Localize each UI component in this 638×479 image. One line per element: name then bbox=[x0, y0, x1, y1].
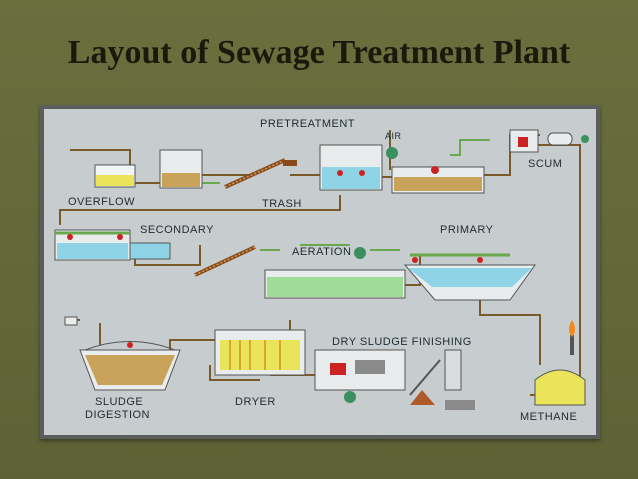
label-aeration: AERATION bbox=[292, 246, 351, 258]
label-methane: METHANE bbox=[520, 411, 577, 423]
plant-diagram: OVERFLOW TRASH PRETREATMENT AIR bbox=[44, 109, 596, 435]
label-scum: SCUM bbox=[528, 158, 562, 170]
pretreatment-tank bbox=[319, 144, 383, 191]
scum-unit bbox=[509, 129, 589, 153]
label-secondary: SECONDARY bbox=[140, 224, 214, 236]
methane-tank bbox=[534, 320, 586, 406]
label-overflow: OVERFLOW bbox=[68, 196, 135, 208]
label-dry-sludge-finishing: DRY SLUDGE FINISHING bbox=[332, 336, 472, 348]
label-dryer: DRYER bbox=[235, 396, 276, 408]
label-digestion: DIGESTION bbox=[85, 409, 150, 421]
primary-clarifier bbox=[403, 253, 536, 301]
air-blower-icon bbox=[386, 147, 398, 159]
diagram-frame: OVERFLOW TRASH PRETREATMENT AIR bbox=[40, 105, 600, 439]
label-pretreatment: PRETREATMENT bbox=[260, 118, 355, 130]
slide-title: Layout of Sewage Treatment Plant bbox=[67, 34, 571, 71]
overflow-tank bbox=[94, 164, 136, 188]
screen-tank bbox=[159, 149, 203, 189]
sludge-digester bbox=[64, 316, 181, 391]
label-air: AIR bbox=[385, 131, 402, 141]
aeration-tank bbox=[264, 247, 406, 299]
aeration-conveyor bbox=[194, 245, 256, 277]
trash-conveyor bbox=[224, 158, 297, 189]
secondary-clarifier bbox=[54, 229, 171, 261]
grit-chamber bbox=[391, 166, 485, 194]
overflow-pipe bbox=[70, 149, 131, 165]
flame-icon bbox=[569, 320, 575, 337]
label-primary: PRIMARY bbox=[440, 224, 494, 236]
label-trash: TRASH bbox=[262, 198, 302, 210]
label-sludge: SLUDGE bbox=[95, 396, 143, 408]
dryer bbox=[214, 329, 306, 376]
dry-sludge-finishing bbox=[314, 349, 475, 410]
